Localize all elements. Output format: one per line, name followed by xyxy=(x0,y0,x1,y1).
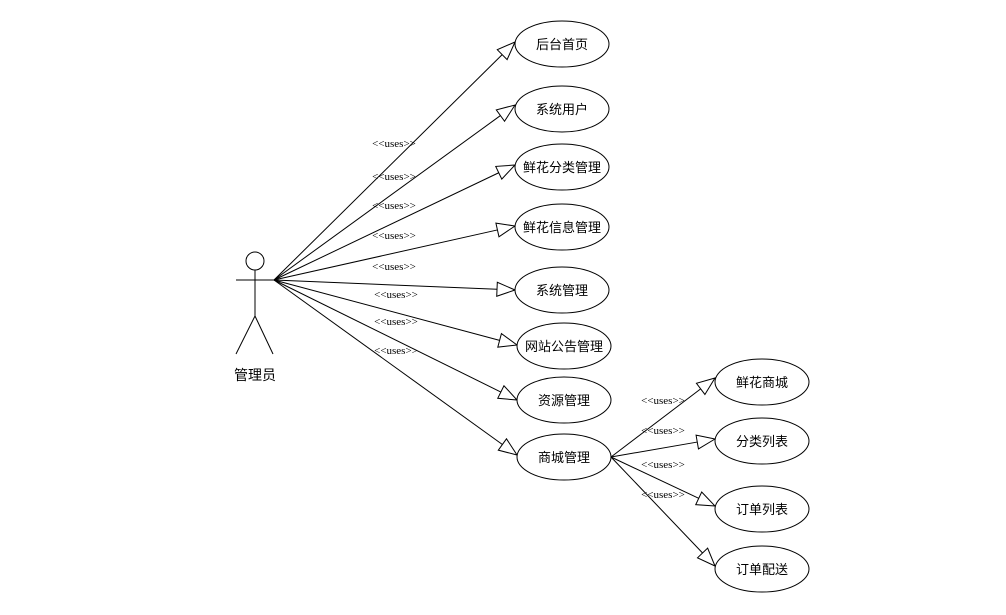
stereotype-label: <<uses>> xyxy=(641,425,685,437)
actor-associations xyxy=(273,41,519,456)
use-case-label: 订单配送 xyxy=(736,563,788,578)
actor-right-leg xyxy=(254,315,274,355)
use-case-flower-category-mgmt[interactable]: 鲜花分类管理 xyxy=(514,143,610,191)
arrowhead xyxy=(694,491,717,507)
use-case-flower-mall[interactable]: 鲜花商城 xyxy=(714,358,810,406)
use-case-site-notice-mgmt[interactable]: 网站公告管理 xyxy=(516,322,612,370)
stereotype-label: <<uses>> xyxy=(641,489,685,501)
actor-label: 管理员 xyxy=(234,368,276,384)
arrowhead xyxy=(695,434,717,450)
arrowhead xyxy=(695,377,717,396)
arrowhead xyxy=(496,281,517,297)
use-case-label: 网站公告管理 xyxy=(525,340,603,355)
arrowhead xyxy=(496,41,516,61)
use-case-flower-info-mgmt[interactable]: 鲜花信息管理 xyxy=(514,203,610,251)
stereotype-label: <<uses>> xyxy=(374,289,418,301)
association-line xyxy=(273,279,498,290)
stereotype-label: <<uses>> xyxy=(372,138,416,150)
arrowhead xyxy=(496,384,519,401)
use-case-label: 鲜花信息管理 xyxy=(523,220,601,236)
use-case-label: 商城管理 xyxy=(538,451,590,466)
association-line xyxy=(610,441,698,458)
use-case-category-list[interactable]: 分类列表 xyxy=(714,417,810,465)
use-case-label: 分类列表 xyxy=(736,435,788,450)
actor-admin: 管理员 xyxy=(234,251,276,384)
use-case-backend-home[interactable]: 后台首页 xyxy=(514,20,610,68)
use-case-system-mgmt[interactable]: 系统管理 xyxy=(514,266,610,314)
use-case-label: 鲜花分类管理 xyxy=(523,160,601,176)
association-line xyxy=(610,388,701,458)
stereotype-label: <<uses>> xyxy=(372,200,416,212)
association-line xyxy=(273,54,503,281)
mall-associations xyxy=(610,377,717,567)
use-case-label: 鲜花商城 xyxy=(736,375,788,391)
use-case-resource-mgmt[interactable]: 资源管理 xyxy=(516,376,612,424)
use-case-label: 资源管理 xyxy=(538,394,590,409)
stereotype-label: <<uses>> xyxy=(374,345,418,357)
arrowhead xyxy=(497,332,519,348)
use-case-label: 后台首页 xyxy=(536,38,588,53)
arrowhead xyxy=(495,222,517,238)
stereotype-label: <<uses>> xyxy=(372,171,416,183)
association-line xyxy=(273,229,498,281)
stereotype-label: <<uses>> xyxy=(641,395,685,407)
association-line xyxy=(273,115,501,281)
arrowhead xyxy=(494,164,517,180)
actor-head xyxy=(245,251,265,271)
association-line xyxy=(273,172,499,281)
use-case-system-users[interactable]: 系统用户 xyxy=(514,85,610,133)
stereotype-labels: <<uses>> <<uses>> <<uses>> <<uses>> <<us… xyxy=(372,138,685,501)
stereotype-label: <<uses>> xyxy=(641,459,685,471)
stereotype-label: <<uses>> xyxy=(372,261,416,273)
use-case-label: 系统用户 xyxy=(536,102,588,118)
arrowhead xyxy=(497,437,519,456)
use-case-order-list[interactable]: 订单列表 xyxy=(714,485,810,533)
use-case-mall-mgmt[interactable]: 商城管理 xyxy=(516,433,612,481)
association-line xyxy=(273,279,502,393)
association-line xyxy=(273,279,500,341)
association-line xyxy=(610,456,699,499)
use-case-label: 订单列表 xyxy=(736,503,788,518)
arrowhead xyxy=(495,104,517,123)
stereotype-label: <<uses>> xyxy=(372,230,416,242)
arrowhead xyxy=(696,547,716,567)
stereotype-label: <<uses>> xyxy=(374,316,418,328)
actor-left-leg xyxy=(235,315,256,355)
association-line xyxy=(273,279,503,445)
use-case-order-delivery[interactable]: 订单配送 xyxy=(714,545,810,593)
association-line xyxy=(610,456,703,554)
use-case-label: 系统管理 xyxy=(536,284,588,299)
